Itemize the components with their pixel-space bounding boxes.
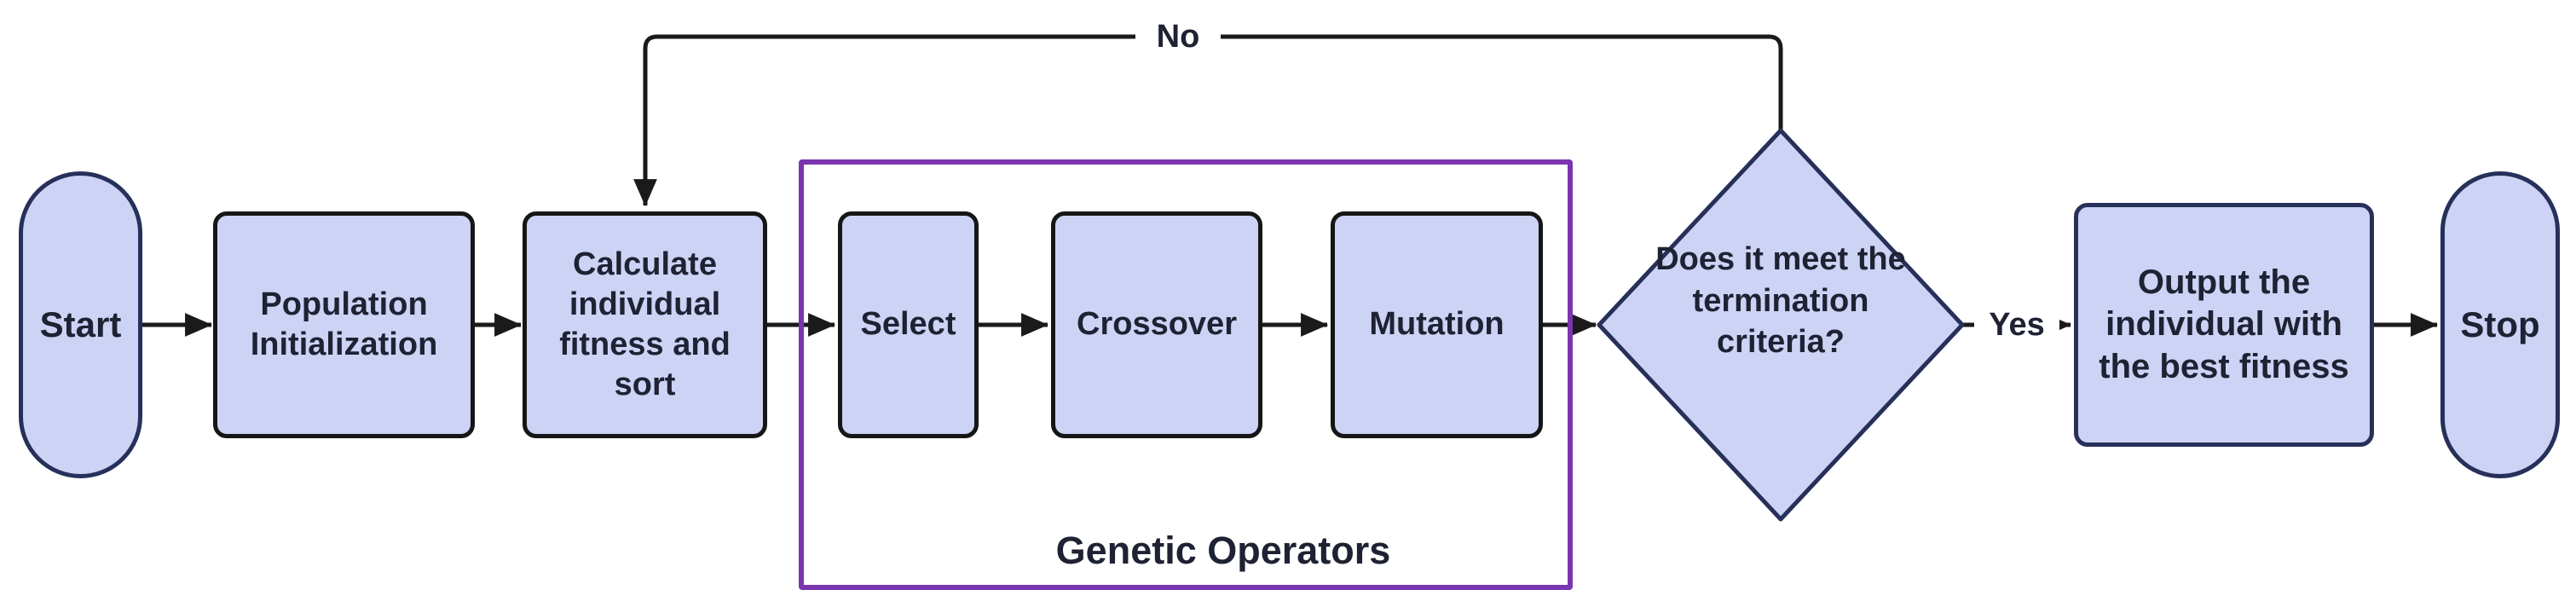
calculate-fitness-node: Calculate individual fitness and sort	[523, 211, 767, 438]
genetic-operators-group-box	[799, 159, 1573, 590]
mutation-node: Mutation	[1331, 211, 1543, 438]
crossover-node: Crossover	[1051, 211, 1262, 438]
no-edge-label: No	[1135, 14, 1221, 59]
termination-decision-diamond	[1597, 128, 1965, 522]
output-best-node: Output the individual with the best fitn…	[2074, 203, 2374, 447]
genetic-operators-group-label: Genetic Operators	[1055, 529, 1391, 572]
termination-decision-label: Does it meet the termination criteria?	[1655, 241, 1906, 361]
stop-node: Stop	[2440, 171, 2560, 478]
start-node: Start	[19, 171, 142, 478]
select-node: Select	[838, 211, 979, 438]
yes-edge-label: Yes	[1974, 303, 2059, 347]
population-initialization-node: Population Initialization	[213, 211, 475, 438]
